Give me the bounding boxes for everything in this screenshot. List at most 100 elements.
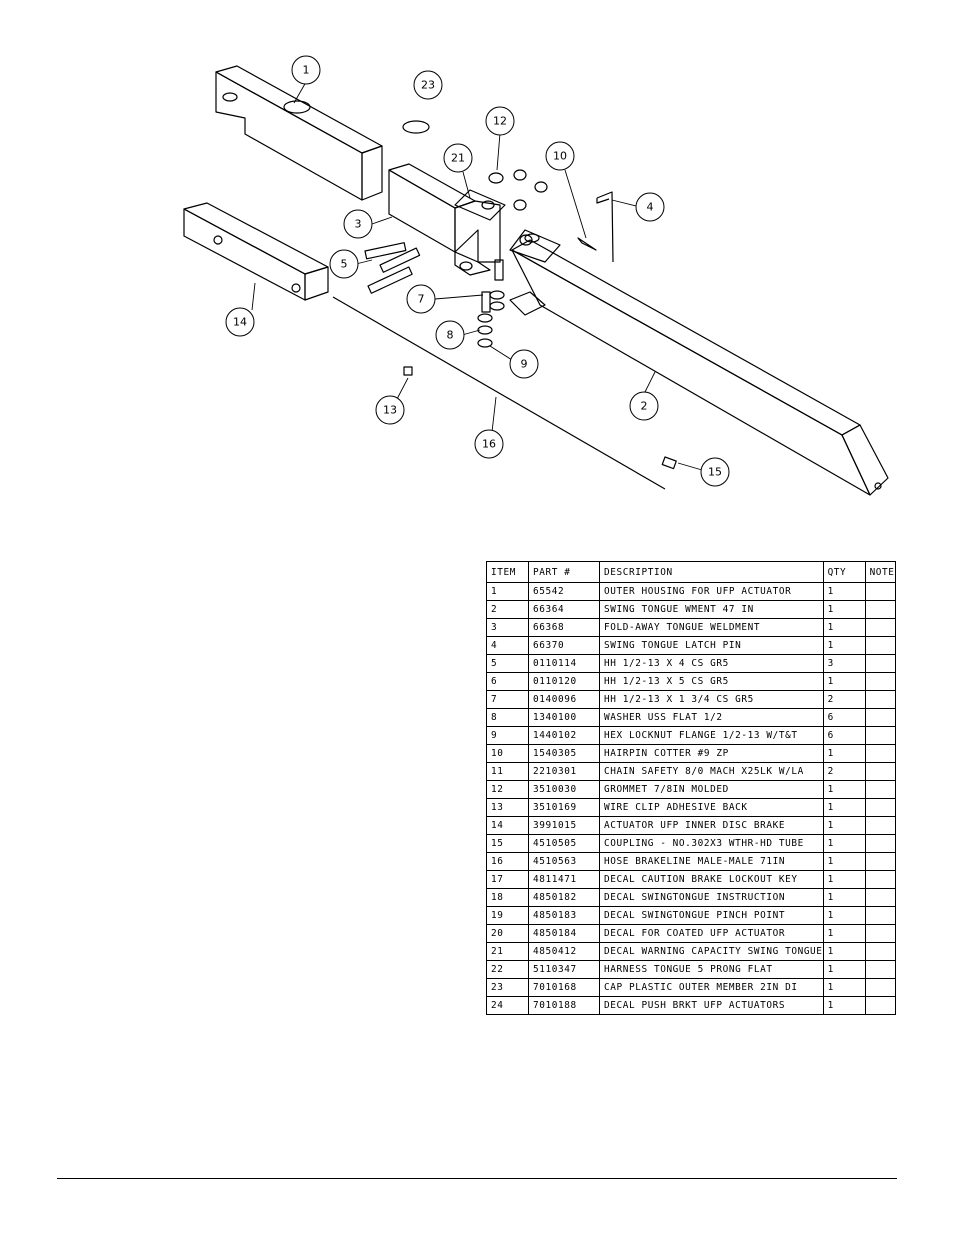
qty-cell: 1 — [822, 618, 866, 637]
callout-21: 21 — [443, 143, 473, 173]
description-cell: HEX LOCKNUT FLANGE 1/2-13 W/T&T — [599, 726, 824, 745]
svg-text:14: 14 — [233, 316, 247, 329]
description-cell: WIRE CLIP ADHESIVE BACK — [599, 798, 824, 817]
qty-cell: 1 — [822, 798, 866, 817]
callout-3: 3 — [343, 209, 373, 239]
item-cell: 1 — [486, 582, 529, 601]
description-cell: WASHER USS FLAT 1/2 — [599, 708, 824, 727]
bolt-part — [481, 291, 491, 313]
qty-cell: 1 — [822, 888, 866, 907]
qty-cell: 1 — [822, 924, 866, 943]
description-cell: SWING TONGUE WMENT 47 IN — [599, 600, 824, 619]
callout-4: 4 — [635, 192, 665, 222]
svg-text:23: 23 — [421, 79, 435, 92]
svg-text:12: 12 — [493, 115, 507, 128]
qty-cell: 2 — [822, 690, 866, 709]
description-cell: DECAL SWINGTONGUE PINCH POINT — [599, 906, 824, 925]
latch-pin-part — [596, 191, 614, 263]
description-cell: CAP PLASTIC OUTER MEMBER 2IN DI — [599, 978, 824, 997]
description-cell: HARNESS TONGUE 5 PRONG FLAT — [599, 960, 824, 979]
qty-cell: 1 — [822, 852, 866, 871]
svg-text:13: 13 — [383, 404, 397, 417]
note-cell — [864, 780, 896, 799]
svg-text:5: 5 — [341, 258, 348, 271]
description-cell: HOSE BRAKELINE MALE-MALE 71IN — [599, 852, 824, 871]
part-number-cell: 1340100 — [528, 708, 600, 727]
note-cell — [864, 852, 896, 871]
description-cell: HAIRPIN COTTER #9 ZP — [599, 744, 824, 763]
part-number-cell: 4811471 — [528, 870, 600, 889]
qty-cell: 1 — [822, 960, 866, 979]
note-cell — [864, 888, 896, 907]
svg-text:2: 2 — [641, 400, 648, 413]
part-number-cell: 2210301 — [528, 762, 600, 781]
washers-nuts-part — [459, 169, 548, 348]
description-cell: ACTUATOR UFP INNER DISC BRAKE — [599, 816, 824, 835]
header-item: ITEM — [486, 561, 529, 583]
callout-5: 5 — [329, 249, 359, 279]
part-number-cell: 1540305 — [528, 744, 600, 763]
callout-2: 2 — [629, 391, 659, 421]
callout-8: 8 — [435, 320, 465, 350]
qty-cell: 1 — [822, 978, 866, 997]
note-cell — [864, 636, 896, 655]
note-cell — [864, 960, 896, 979]
qty-cell: 1 — [822, 636, 866, 655]
note-cell — [864, 654, 896, 673]
item-cell: 20 — [486, 924, 529, 943]
qty-cell: 6 — [822, 708, 866, 727]
description-cell: DECAL PUSH BRKT UFP ACTUATORS — [599, 996, 824, 1015]
description-cell: DECAL SWINGTONGUE INSTRUCTION — [599, 888, 824, 907]
callout-1: 1 — [291, 55, 321, 85]
item-cell: 10 — [486, 744, 529, 763]
svg-text:10: 10 — [553, 150, 567, 163]
part-number-cell: 4850412 — [528, 942, 600, 961]
part-number-cell: 66364 — [528, 600, 600, 619]
item-cell: 13 — [486, 798, 529, 817]
callout-7: 7 — [406, 284, 436, 314]
part-number-cell: 5110347 — [528, 960, 600, 979]
item-cell: 11 — [486, 762, 529, 781]
item-cell: 2 — [486, 600, 529, 619]
outer-housing-part — [215, 65, 383, 201]
callout-23: 23 — [413, 70, 443, 100]
bolt-part — [494, 259, 504, 281]
part-number-cell: 66368 — [528, 618, 600, 637]
part-number-cell: 0110120 — [528, 672, 600, 691]
note-cell — [864, 582, 896, 601]
callout-12: 12 — [485, 106, 515, 136]
actuator-part — [183, 202, 329, 301]
qty-cell: 1 — [822, 834, 866, 853]
note-cell — [864, 870, 896, 889]
item-cell: 16 — [486, 852, 529, 871]
description-cell: DECAL WARNING CAPACITY SWING TONGUE — [599, 942, 824, 961]
svg-text:8: 8 — [447, 329, 454, 342]
note-cell — [864, 942, 896, 961]
svg-text:1: 1 — [303, 64, 310, 77]
item-cell: 19 — [486, 906, 529, 925]
swing-tongue-part — [509, 229, 889, 496]
part-number-cell: 4510563 — [528, 852, 600, 871]
note-cell — [864, 672, 896, 691]
description-cell: GROMMET 7/8IN MOLDED — [599, 780, 824, 799]
qty-cell: 1 — [822, 996, 866, 1015]
item-cell: 5 — [486, 654, 529, 673]
note-cell — [864, 834, 896, 853]
qty-cell: 3 — [822, 654, 866, 673]
callout-bubbles: 1 23 12 21 10 4 3 14 5 7 8 9 2 13 16 15 — [225, 55, 730, 487]
item-cell: 14 — [486, 816, 529, 835]
svg-text:16: 16 — [482, 438, 496, 451]
